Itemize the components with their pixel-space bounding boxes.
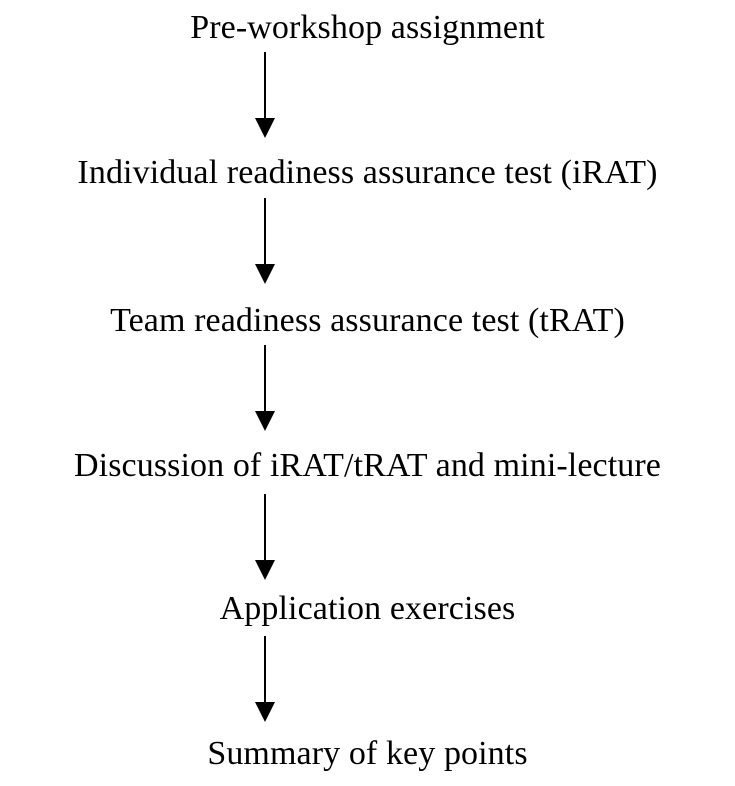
arrow-down-icon <box>255 494 275 580</box>
arrow-down-icon <box>255 198 275 284</box>
step-trat: Team readiness assurance test (tRAT) <box>110 302 625 339</box>
step-irat: Individual readiness assurance test (iRA… <box>77 154 658 191</box>
step-application-exercises: Application exercises <box>219 590 516 627</box>
arrow-down-icon <box>255 636 275 722</box>
step-summary-key-points: Summary of key points <box>207 735 528 772</box>
step-discussion-mini-lecture: Discussion of iRAT/tRAT and mini-lecture <box>74 447 661 484</box>
arrow-down-icon <box>255 52 275 138</box>
arrow-down-icon <box>255 345 275 431</box>
step-pre-workshop-assignment: Pre-workshop assignment <box>190 9 545 46</box>
